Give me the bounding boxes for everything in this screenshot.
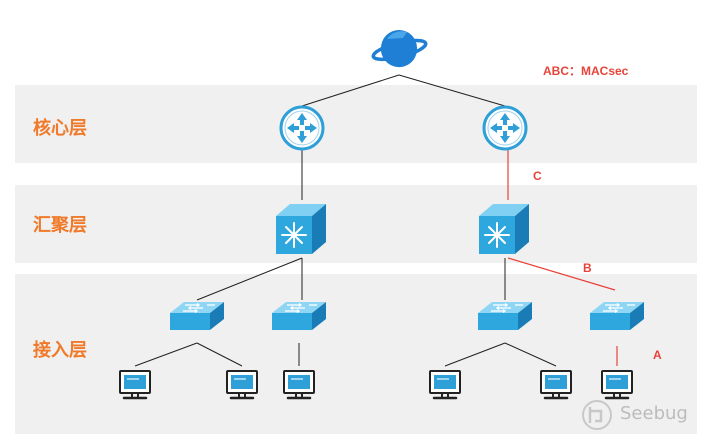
core-layer-band	[15, 85, 697, 163]
access-switch-icon	[271, 301, 327, 331]
access-switch-icon	[589, 301, 645, 331]
macsec-legend: ABC：MACsec	[543, 64, 629, 78]
link-label-b: B	[583, 261, 592, 275]
seebug-logo-icon	[582, 400, 612, 430]
router-icon	[482, 105, 528, 151]
core-switch-icon	[478, 203, 530, 255]
core-switch-icon	[275, 203, 327, 255]
macsec-link-b	[507, 257, 616, 291]
access-switch-icon	[477, 301, 533, 331]
router-icon	[279, 105, 325, 151]
aggregation-layer-label: 汇聚层	[33, 215, 87, 236]
computer-icon	[118, 369, 152, 400]
core-layer-label: 核心层	[33, 118, 87, 139]
internet-globe-icon	[371, 30, 428, 68]
link-label-a: A	[653, 348, 662, 362]
computer-icon	[428, 369, 462, 400]
watermark-text: Seebug	[620, 403, 688, 424]
network-links	[134, 74, 557, 367]
access-layer-label: 接入层	[33, 340, 87, 361]
macsec-links	[507, 148, 618, 366]
computer-icon	[539, 369, 573, 400]
link-label-c: C	[533, 169, 542, 183]
computer-icon	[600, 369, 634, 400]
computer-icon	[225, 369, 259, 400]
access-switch-icon	[169, 301, 225, 331]
computer-icon	[282, 369, 316, 400]
access-layer-band	[15, 274, 697, 434]
aggregation-layer-band	[15, 185, 697, 263]
